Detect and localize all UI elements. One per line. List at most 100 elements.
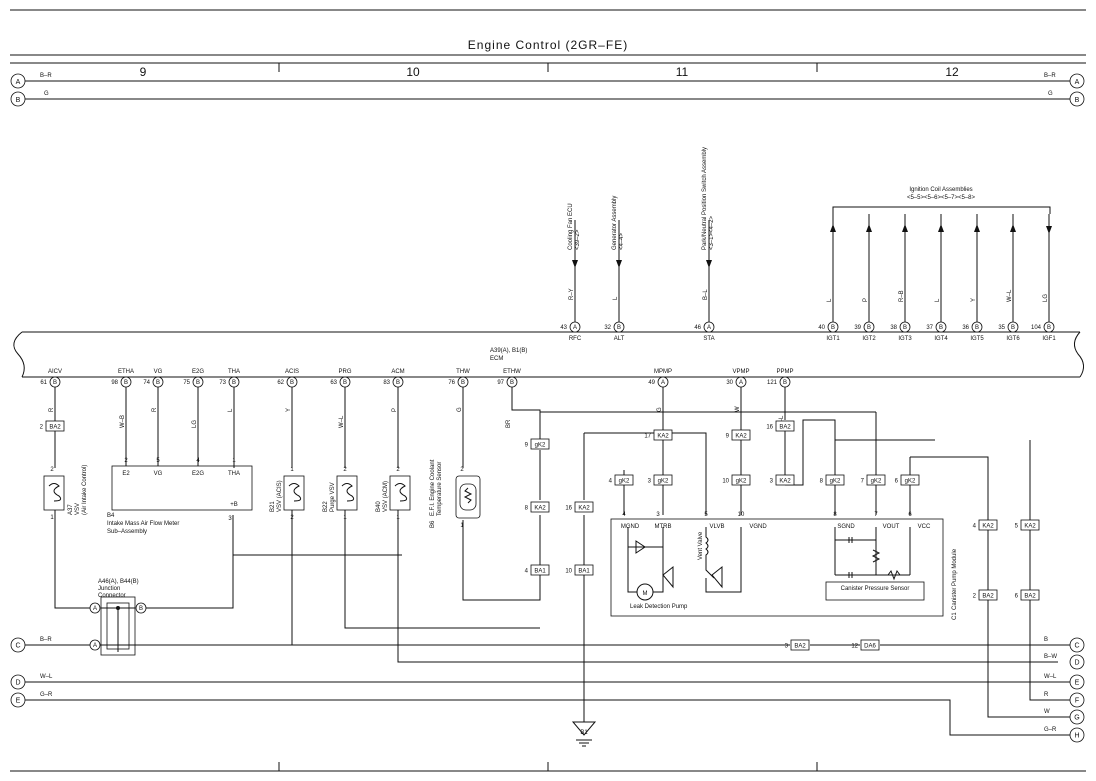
- ecm-pin-number: 37: [926, 325, 933, 331]
- svg-text:2: 2: [343, 467, 347, 473]
- signal-arrow-icon: [706, 260, 712, 268]
- rail-wire-left: G–R: [40, 692, 53, 698]
- inline-connector: [825, 474, 845, 486]
- connector-code: BA2: [982, 594, 994, 600]
- module-pin-label: VGND: [749, 524, 767, 530]
- b6-name: E.F.I. Engine Coolant: [430, 459, 436, 516]
- svg-text:1: 1: [50, 515, 54, 521]
- inline-connector: [790, 639, 810, 651]
- ecm-pin-number: 30: [726, 380, 733, 386]
- rail-letter: D: [1074, 660, 1079, 667]
- rail-letter: C: [15, 643, 20, 650]
- connector-code: KA2: [735, 434, 747, 440]
- wire-color: W–L: [339, 415, 345, 428]
- connector-code: BA2: [1024, 594, 1036, 600]
- wire-color: L: [613, 296, 619, 300]
- junction-sub: Connector: [98, 593, 126, 599]
- diagram-title: Engine Control (2GR–FE): [468, 38, 628, 52]
- wire-color: Y: [286, 408, 292, 412]
- signal-arrow-icon: [572, 260, 578, 268]
- inline-connector: [860, 639, 880, 651]
- ecm-pin-connector: B: [124, 380, 128, 386]
- inline-connector: [1020, 589, 1040, 601]
- ecm-pin-name: ETHW: [503, 369, 521, 375]
- ecm-pin-name: STA: [703, 336, 714, 342]
- ecm-pin-name: VG: [154, 369, 163, 375]
- rail-terminal: [1069, 637, 1085, 653]
- ecm-label: ECM: [490, 356, 503, 362]
- connector-code: gK2: [905, 479, 916, 485]
- wire-color: LG: [1043, 294, 1049, 302]
- wire-color: B–L: [703, 289, 709, 300]
- wire-color: P: [392, 408, 398, 412]
- ecm-pin-name: ACIS: [285, 369, 299, 375]
- rail-wire-left: B–R: [40, 637, 52, 643]
- ignition-refs: <5–5><5–6><5–7><5–8>: [907, 195, 976, 201]
- ecm-pin-number: 63: [330, 380, 337, 386]
- ecm-pin-connector: B: [783, 380, 787, 386]
- connector-pin: 12: [851, 644, 858, 650]
- b6-sub: Temperature Sensor: [437, 462, 443, 516]
- destination-label: Cooling Fan ECU: [568, 203, 574, 250]
- leak-pump-label: Leak Detection Pump: [630, 604, 688, 610]
- svg-text:B: B: [139, 606, 143, 612]
- inline-connector: [978, 589, 998, 601]
- rail-terminal: [10, 692, 26, 708]
- rail-wire-left: W–L: [40, 674, 53, 680]
- ignition-title: Ignition Coil Assemblies: [909, 187, 972, 193]
- connector-code: gK2: [830, 479, 841, 485]
- connector-code: gK2: [871, 479, 882, 485]
- ecm-pin-name: PRG: [338, 369, 351, 375]
- connector-code: BA1: [534, 569, 546, 575]
- ecm-pin-connector: B: [867, 325, 871, 331]
- rail-terminal: [10, 674, 26, 690]
- inline-connector: [978, 519, 998, 531]
- ecm-pin-name: MPMP: [654, 369, 672, 375]
- connector-code: gK2: [736, 479, 747, 485]
- rail-a-letter: A: [1075, 79, 1080, 86]
- ecm-pin-name: THW: [456, 369, 470, 375]
- ecm-pin-number: 83: [383, 380, 390, 386]
- ecm-pin: [935, 321, 947, 333]
- b40-id: B40: [376, 501, 382, 512]
- wire-color: W: [735, 406, 741, 412]
- b4-sub: Sub–Assembly: [107, 529, 147, 535]
- c1-name: Canister Pump Module: [952, 548, 958, 610]
- rail-letter: G: [1074, 715, 1079, 722]
- rail-letter: D: [15, 680, 20, 687]
- ecm-pin-connector: B: [1011, 325, 1015, 331]
- signal-arrow-icon: [974, 224, 980, 232]
- ecm-pin: [703, 321, 715, 333]
- rail-b-wire: G: [1048, 91, 1053, 97]
- signal-arrow-icon: [902, 224, 908, 232]
- ecm-pin-name: IGT4: [934, 336, 948, 342]
- connector-code: gK2: [619, 479, 630, 485]
- inline-connector: [653, 474, 673, 486]
- inline-connector: [653, 429, 673, 441]
- b4-maf-body: [111, 465, 253, 511]
- connector-code: KA2: [534, 506, 546, 512]
- wire-color: L: [228, 408, 234, 412]
- b4-id: B4: [107, 513, 115, 519]
- ecm-pin-name: IGT3: [898, 336, 912, 342]
- rail-a-wire: B–R: [1044, 73, 1056, 79]
- ecm-pin-connector: B: [232, 380, 236, 386]
- rail-b-wire: G: [44, 91, 49, 97]
- svg-text:2: 2: [396, 467, 400, 473]
- ecm-pin-connector: A: [573, 325, 577, 331]
- inline-connector: [530, 501, 550, 513]
- inline-connector: [530, 564, 550, 576]
- inline-connector: [775, 420, 795, 432]
- wire-color: W–L: [1007, 289, 1013, 302]
- connector-pin: 6: [895, 479, 899, 485]
- destination-ref: <4–4>: [619, 232, 625, 250]
- wire-color: R–Y: [569, 288, 575, 300]
- ecm-pin-name: ALT: [614, 336, 625, 342]
- ecm-pin-name: ACM: [391, 369, 404, 375]
- rail-b-letter: B: [1075, 97, 1080, 104]
- wire-color: R: [152, 407, 158, 412]
- b22-name: Purge VSV: [330, 482, 336, 512]
- ecm-pin-connector: A: [739, 380, 743, 386]
- rail-wire-right: W–L: [1044, 674, 1057, 680]
